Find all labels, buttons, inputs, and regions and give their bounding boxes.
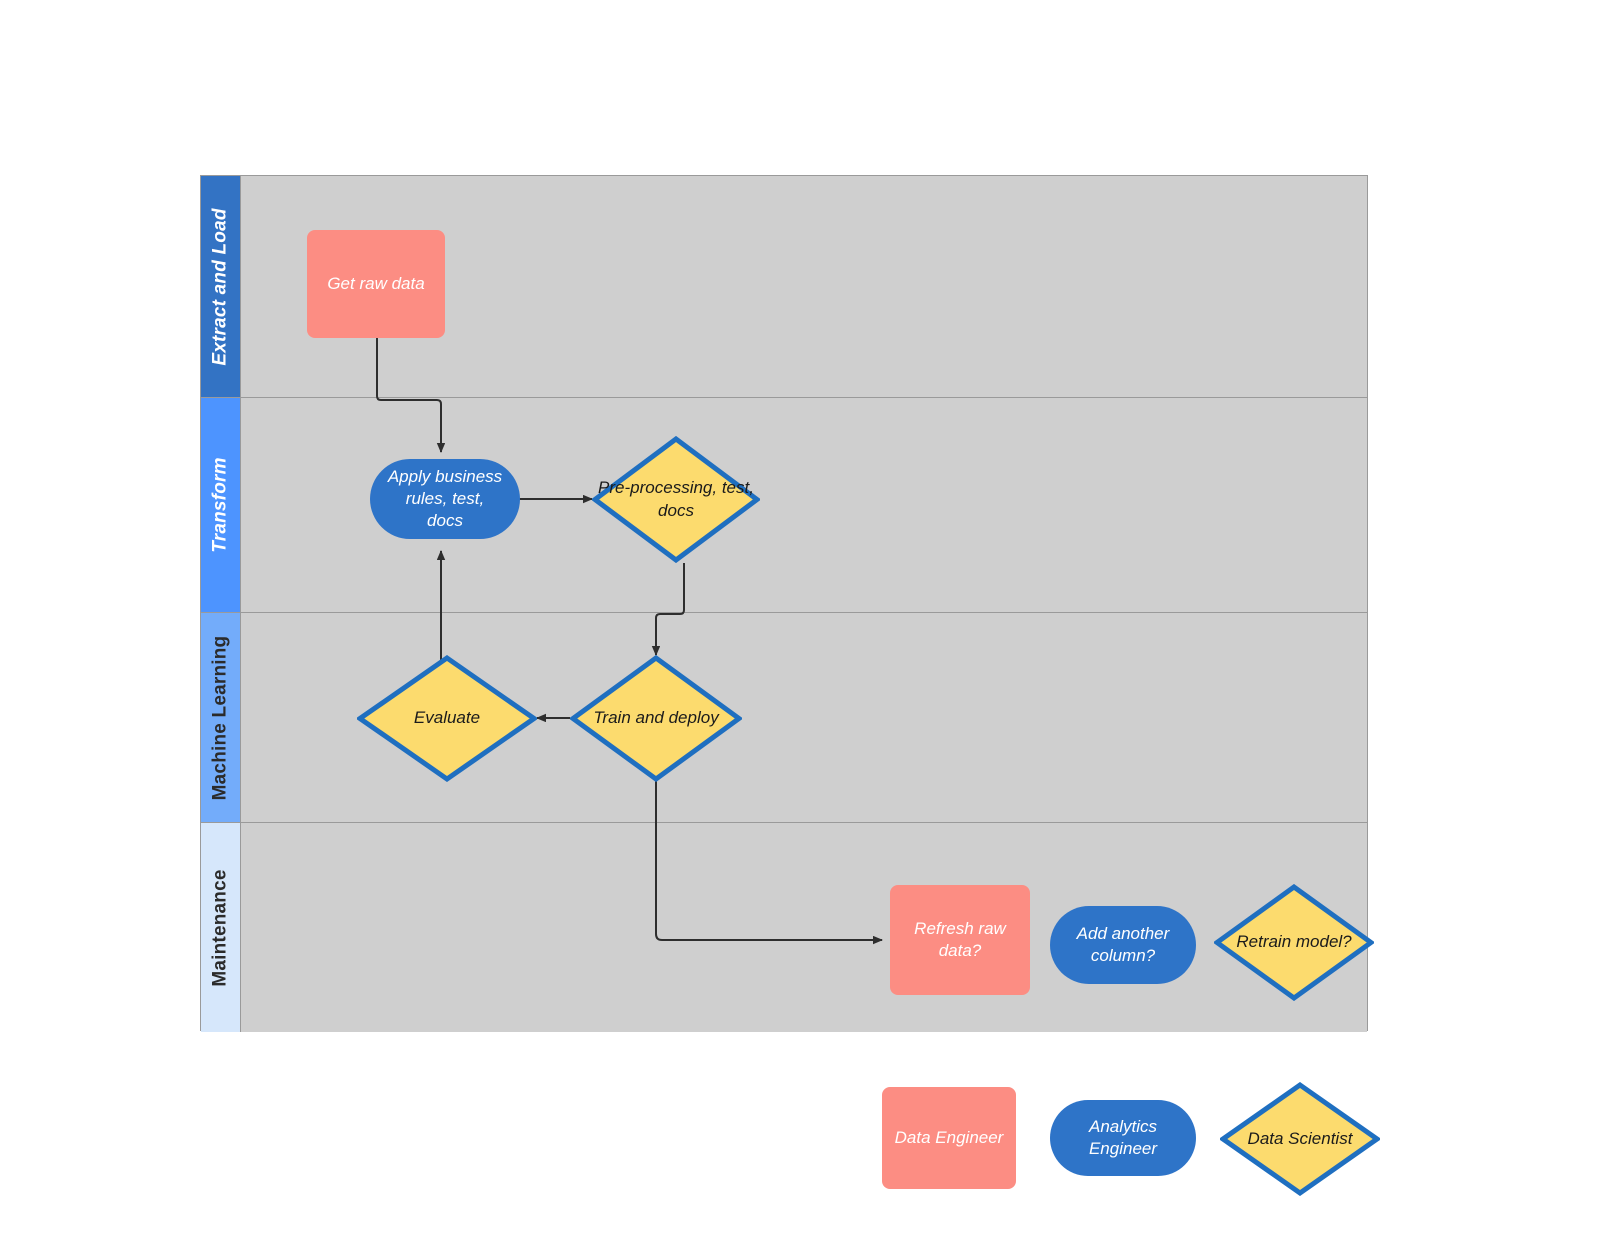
node-label-train-and-deploy: Train and deploy <box>593 708 719 728</box>
node-refresh-raw-data[interactable]: Refresh raw data? <box>890 885 1030 995</box>
lane-header-extract-and-load[interactable]: Extract and Load <box>201 176 241 397</box>
legend-item-data-engineer[interactable]: Data Engineer <box>882 1087 1016 1189</box>
lane-label-extract-and-load: Extract and Load <box>209 207 231 366</box>
lane-header-transform[interactable]: Transform <box>201 398 241 612</box>
node-label-refresh-raw-data: Refresh raw data? <box>914 918 1006 960</box>
node-get-raw-data[interactable]: Get raw data <box>307 230 445 338</box>
lane-label-transform: Transform <box>209 457 231 553</box>
node-label-apply-business-rules: Apply business rules, test, docs <box>387 466 503 531</box>
node-apply-business-rules[interactable]: Apply business rules, test, docs <box>370 459 520 539</box>
legend-label-data-engineer: Data Engineer <box>894 1127 1004 1147</box>
legend-label-analytics-engineer: Analytics Engineer <box>1088 1116 1158 1158</box>
node-label-pre-processing: Pre-processing, test, docs <box>598 478 754 520</box>
diamond-shape-icon <box>1214 884 1374 1001</box>
lane-body-maintenance <box>241 823 1367 1032</box>
node-train-and-deploy[interactable]: Train and deploy <box>570 655 742 782</box>
node-label-add-another-column: Add another column? <box>1076 923 1170 965</box>
legend-label-data-scientist: Data Scientist <box>1247 1128 1353 1148</box>
diamond-shape-icon <box>592 436 760 563</box>
node-label-get-raw-data: Get raw data <box>327 273 425 293</box>
node-pre-processing[interactable]: Pre-processing, test, docs <box>592 436 760 563</box>
lane-header-maintenance[interactable]: Maintenance <box>201 823 241 1032</box>
lane-label-maintenance: Maintenance <box>209 868 231 987</box>
node-label-retrain-model: Retrain model? <box>1236 932 1352 952</box>
legend-item-analytics-engineer[interactable]: Analytics Engineer <box>1050 1100 1196 1176</box>
node-retrain-model[interactable]: Retrain model? <box>1214 884 1374 1001</box>
legend-item-data-scientist[interactable]: Data Scientist <box>1220 1082 1380 1196</box>
diamond-shape-icon <box>1220 1082 1380 1196</box>
lane-label-machine-learning: Machine Learning <box>209 635 231 800</box>
diamond-shape-icon <box>357 655 537 782</box>
lane-header-machine-learning[interactable]: Machine Learning <box>201 613 241 822</box>
node-add-another-column[interactable]: Add another column? <box>1050 906 1196 984</box>
node-evaluate[interactable]: Evaluate <box>357 655 537 782</box>
node-label-evaluate: Evaluate <box>413 708 481 728</box>
diamond-shape-icon <box>570 655 742 782</box>
